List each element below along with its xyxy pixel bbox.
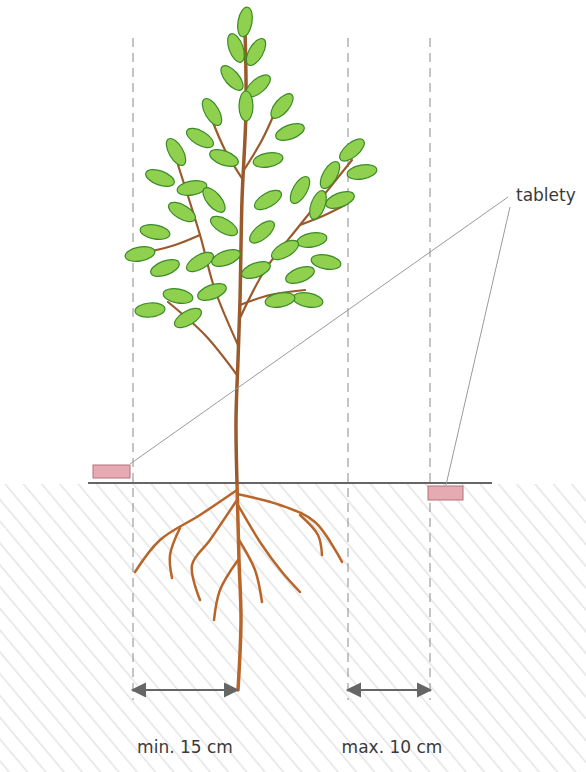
leaf — [292, 291, 324, 310]
leaf — [199, 184, 229, 216]
arrowhead — [133, 684, 145, 696]
dimension-label: min. 15 cm — [137, 738, 233, 757]
leaf — [239, 91, 253, 121]
root — [135, 490, 237, 572]
leaf — [346, 163, 378, 182]
root — [237, 483, 241, 690]
soil-hatching — [0, 484, 586, 772]
leaf — [149, 256, 182, 279]
stem — [148, 30, 352, 483]
leader-lines — [130, 197, 510, 485]
root — [192, 500, 237, 600]
branch — [168, 302, 237, 375]
leaf — [264, 291, 296, 310]
root — [300, 515, 322, 555]
leaf — [134, 302, 165, 319]
branch — [239, 160, 352, 320]
leaf — [139, 223, 171, 242]
leaf — [336, 135, 368, 165]
dimension-line — [142, 689, 228, 691]
ground-line — [88, 482, 492, 484]
root — [214, 560, 238, 620]
leaf — [240, 258, 273, 281]
callout-label: tablety — [516, 186, 576, 205]
arrowhead — [348, 684, 360, 696]
leaf — [286, 174, 313, 207]
leaf — [316, 159, 343, 192]
arrowhead — [418, 684, 430, 696]
leaf — [224, 32, 247, 65]
tablet — [428, 486, 463, 500]
leaf — [162, 136, 189, 169]
leaf — [236, 6, 255, 38]
leader-line — [446, 207, 510, 485]
leaf — [196, 280, 229, 303]
arrowhead — [225, 684, 237, 696]
leaf — [296, 231, 328, 250]
leaf — [242, 36, 269, 69]
leaf — [252, 151, 284, 170]
leaf — [269, 236, 302, 263]
leaf — [274, 120, 307, 143]
leaf — [246, 217, 278, 247]
guide-line — [430, 38, 431, 700]
guide-line — [348, 38, 349, 700]
leaf — [144, 166, 177, 189]
leaf — [210, 246, 243, 269]
leaf — [198, 96, 225, 129]
leader-line — [130, 197, 508, 464]
tablet — [93, 465, 130, 478]
leaf — [208, 212, 241, 239]
dimension-arrows — [133, 684, 430, 696]
leaf — [324, 188, 357, 211]
leaf — [162, 287, 194, 306]
leaf — [172, 304, 205, 331]
leaf — [252, 186, 285, 213]
leaf — [306, 189, 329, 222]
leaf — [184, 124, 217, 151]
leaf — [166, 198, 199, 225]
root — [238, 505, 300, 592]
leaf — [267, 90, 297, 122]
leaf — [284, 263, 317, 286]
guide-line — [133, 38, 134, 700]
dimension-line — [357, 689, 421, 691]
guide-lines — [133, 38, 430, 700]
dimension-label: max. 10 cm — [342, 738, 443, 757]
leaf — [124, 245, 156, 264]
roots — [135, 483, 342, 690]
root — [239, 540, 262, 602]
leaf — [208, 146, 241, 169]
leaf — [217, 62, 247, 94]
leaf — [310, 253, 342, 272]
root — [170, 528, 180, 578]
leaves — [124, 6, 378, 332]
